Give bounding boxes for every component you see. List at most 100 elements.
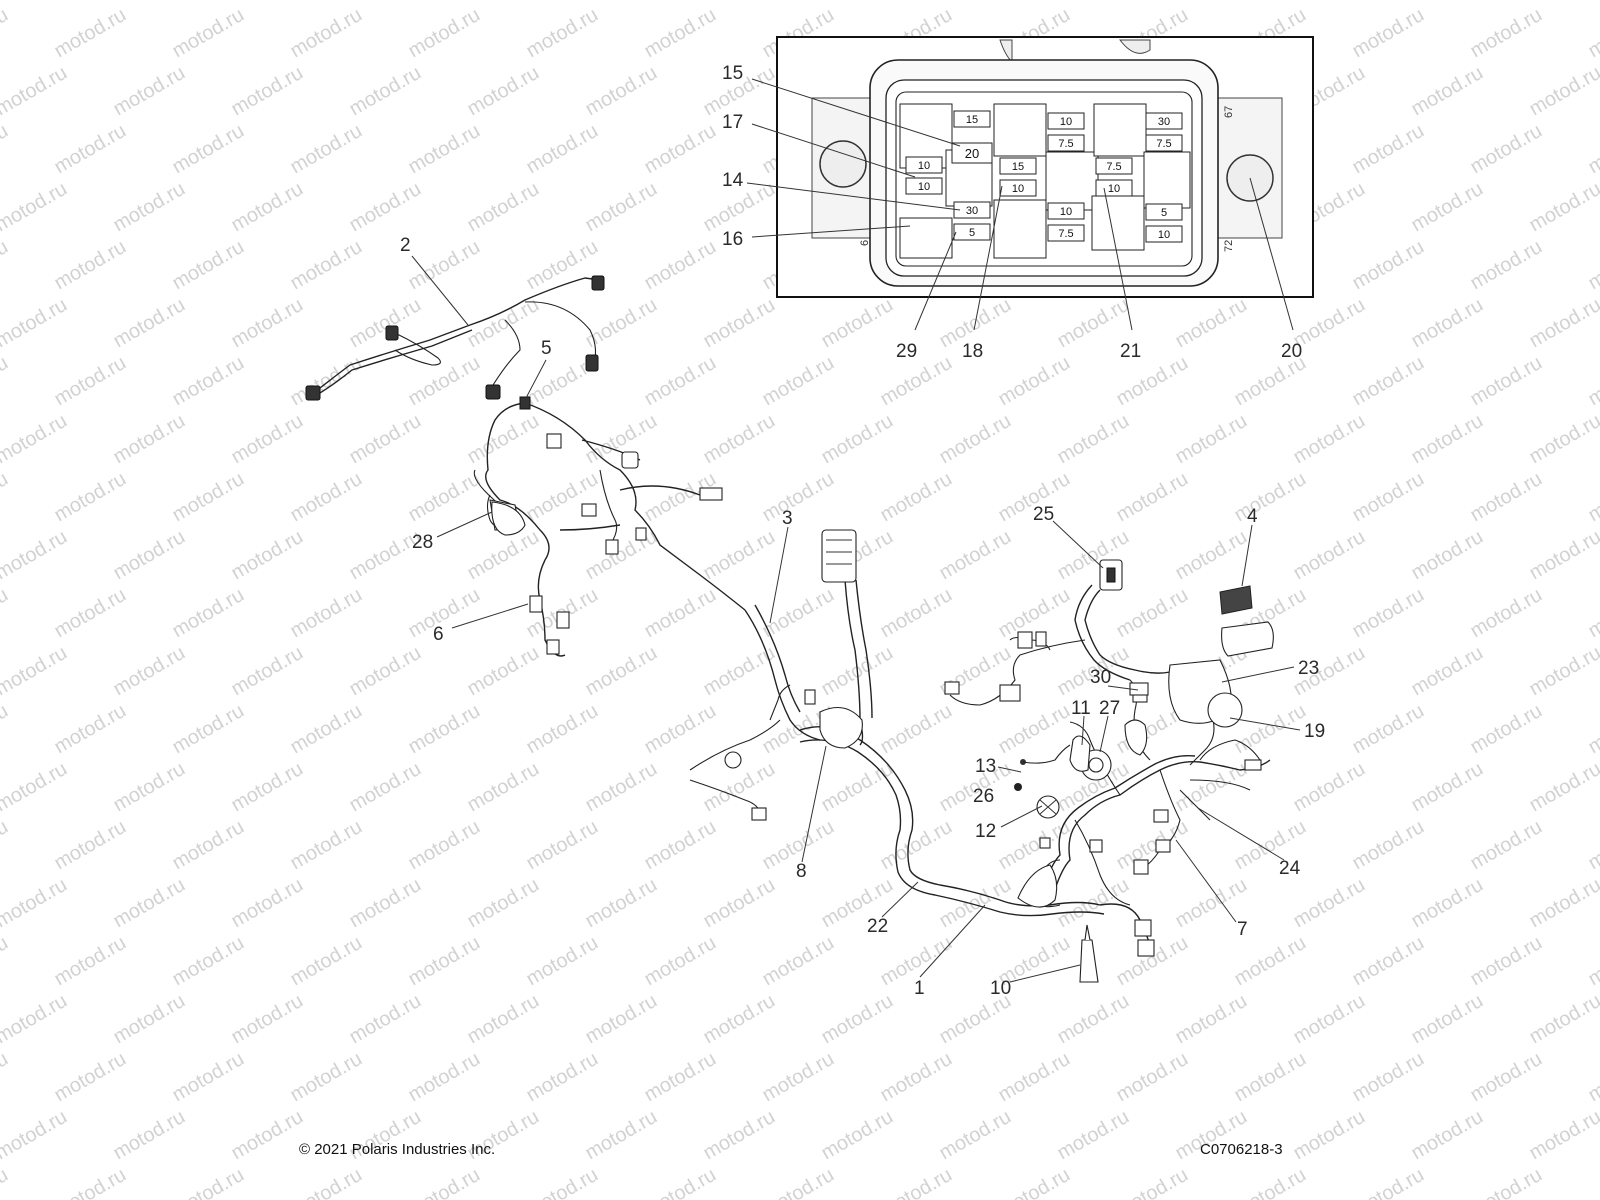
watermark-text: motod.ru <box>523 120 602 179</box>
watermark-text: motod.ru <box>1349 584 1428 643</box>
watermark-text: motod.ru <box>0 178 71 237</box>
watermark-text: motod.ru <box>995 584 1074 643</box>
fuse-label: 7.5 <box>1058 138 1073 150</box>
watermark-text: motod.ru <box>582 990 661 1049</box>
watermark-text: motod.ru <box>0 758 71 817</box>
callout-label: 6 <box>433 624 444 645</box>
watermark-text: motod.ru <box>818 1106 897 1165</box>
watermark-text: motod.ru <box>1467 120 1546 179</box>
watermark-text: motod.ru <box>169 700 248 759</box>
watermark-text: motod.ru <box>405 120 484 179</box>
watermark-text: motod.ru <box>523 1164 602 1200</box>
fuse-label: 30 <box>1158 116 1170 128</box>
fuse-label: 7.5 <box>1106 161 1121 173</box>
callout-label: 12 <box>975 821 996 842</box>
watermark-text: motod.ru <box>228 874 307 933</box>
watermark-text: motod.ru <box>51 468 130 527</box>
watermark-text: motod.ru <box>51 584 130 643</box>
watermark-text: motod.ru <box>51 932 130 991</box>
watermark-text: motod.ru <box>405 468 484 527</box>
watermark-text: motod.ru <box>0 0 71 4</box>
callout-label: 10 <box>990 978 1011 999</box>
watermark-text: motod.ru <box>287 120 366 179</box>
callout-label: 5 <box>541 338 552 359</box>
watermark-text: motod.ru <box>110 178 189 237</box>
watermark-text: motod.ru <box>346 294 425 353</box>
watermark-text: motod.ru <box>0 120 12 179</box>
fuse-label: 10 <box>1012 183 1024 195</box>
watermark-text: motod.ru <box>641 1164 720 1200</box>
watermark-text: motod.ru <box>464 0 543 4</box>
watermark-text: motod.ru <box>582 410 661 469</box>
watermark-text: motod.ru <box>228 294 307 353</box>
callout-label: 27 <box>1099 698 1120 719</box>
watermark-text: motod.ru <box>169 468 248 527</box>
watermark-text: motod.ru <box>1408 990 1487 1049</box>
callout-label: 22 <box>867 916 888 937</box>
watermark-text: motod.ru <box>936 0 1015 4</box>
callout-label: 21 <box>1120 341 1141 362</box>
watermark-text: motod.ru <box>1585 932 1600 991</box>
watermark-text: motod.ru <box>287 584 366 643</box>
watermark-text: motod.ru <box>582 874 661 933</box>
watermark-text: motod.ru <box>1585 816 1600 875</box>
watermark-text: motod.ru <box>169 932 248 991</box>
watermark-text: motod.ru <box>1113 1048 1192 1107</box>
watermark-text: motod.ru <box>700 294 779 353</box>
watermark-text: motod.ru <box>0 990 71 1049</box>
callout-label: 11 <box>1071 698 1091 719</box>
watermark-text: motod.ru <box>700 410 779 469</box>
watermark-text: motod.ru <box>1408 758 1487 817</box>
watermark-text: motod.ru <box>1526 62 1600 121</box>
watermark-text: motod.ru <box>110 526 189 585</box>
watermark-text: motod.ru <box>0 410 71 469</box>
watermark-text: motod.ru <box>995 352 1074 411</box>
watermark-text: motod.ru <box>1408 1106 1487 1165</box>
watermark-text: motod.ru <box>1290 410 1369 469</box>
watermark-text: motod.ru <box>1467 584 1546 643</box>
watermark-text: motod.ru <box>700 1106 779 1165</box>
watermark-text: motod.ru <box>641 584 720 643</box>
watermark-text: motod.ru <box>523 468 602 527</box>
watermark-text: motod.ru <box>1349 932 1428 991</box>
watermark-text: motod.ru <box>346 758 425 817</box>
watermark-text: motod.ru <box>287 932 366 991</box>
watermark-text: motod.ru <box>346 178 425 237</box>
watermark-text: motod.ru <box>287 1048 366 1107</box>
fuse-label: 10 <box>1158 229 1170 241</box>
watermark-text: motod.ru <box>1290 758 1369 817</box>
watermark-text: motod.ru <box>51 120 130 179</box>
callout-leaders <box>411 255 1301 983</box>
watermark-text: motod.ru <box>464 642 543 701</box>
watermark-text: motod.ru <box>51 700 130 759</box>
watermark-text: motod.ru <box>1290 1106 1369 1165</box>
watermark-text: motod.ru <box>1526 178 1600 237</box>
callout-labels: 15 17 14 16 29 18 21 20 2 5 28 6 3 8 22 … <box>400 63 1325 999</box>
watermark-text: motod.ru <box>1526 1106 1600 1165</box>
callout-label: 25 <box>1033 504 1054 525</box>
watermark-text: motod.ru <box>464 990 543 1049</box>
watermark-text: motod.ru <box>1526 0 1600 4</box>
box-side-label: 67 <box>1223 106 1235 118</box>
watermark-text: motod.ru <box>51 816 130 875</box>
inset-leaders <box>746 78 1294 331</box>
watermark-text: motod.ru <box>287 468 366 527</box>
watermark-text: motod.ru <box>818 758 897 817</box>
fuse-label: 7.5 <box>1058 228 1073 240</box>
watermark-text: motod.ru <box>1290 0 1369 4</box>
watermark-text: motod.ru <box>1408 294 1487 353</box>
copyright-text: © 2021 Polaris Industries Inc. <box>299 1141 496 1158</box>
watermark-text: motod.ru <box>1231 932 1310 991</box>
watermark-text: motod.ru <box>110 990 189 1049</box>
watermark-text: motod.ru <box>110 1106 189 1165</box>
watermark-text: motod.ru <box>1526 758 1600 817</box>
watermark-text: motod.ru <box>0 1048 12 1107</box>
watermark-text: motod.ru <box>1467 4 1546 63</box>
fuse-label: 10 <box>918 181 930 193</box>
watermark-text: motod.ru <box>641 236 720 295</box>
watermark-text: motod.ru <box>228 990 307 1049</box>
watermark-text: motod.ru <box>1290 874 1369 933</box>
watermark-text: motod.ru <box>0 816 12 875</box>
watermark-text: motod.ru <box>1349 1164 1428 1200</box>
callout-label: 2 <box>400 235 411 256</box>
